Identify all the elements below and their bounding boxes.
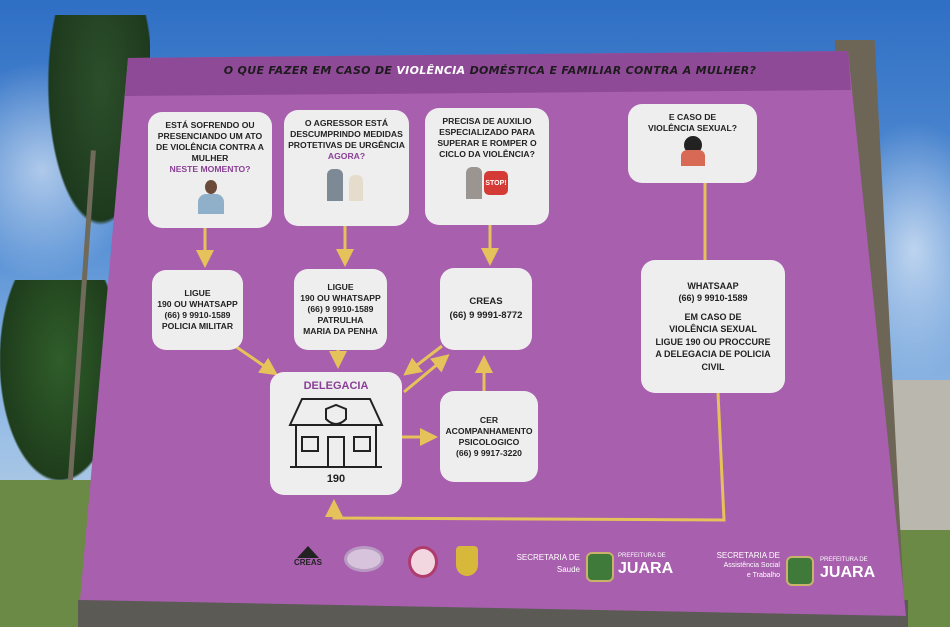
label: ACOMPANHAMENTO <box>445 425 533 436</box>
delegacia-box: DELEGACIA 190 <box>270 372 402 495</box>
question-highlight: AGORA? <box>327 151 366 161</box>
phone-number: (66) 9 9991-8772 <box>449 310 523 321</box>
creas-logo-text: CREAS <box>293 558 322 567</box>
prefeitura-label: PREFEITURA DE <box>618 553 666 559</box>
distressed-woman-illustration <box>193 178 227 214</box>
label: LIGUE <box>184 288 211 298</box>
action-box-creas: CREAS (66) 9 9991-8772 <box>440 268 532 350</box>
title-part1: O QUE FAZER EM CASO DE <box>223 64 393 77</box>
stop-sign-icon: STOP! <box>484 171 508 195</box>
question-box-protective-measures: O AGRESSOR ESTÁ DESCUMPRINDO MEDIDAS PRO… <box>284 110 409 226</box>
arrow <box>325 392 726 522</box>
aggressor-illustration <box>325 165 369 201</box>
label: CREAS <box>469 296 503 307</box>
prefeitura-label: PREFEITURA DE <box>820 557 868 563</box>
action-box-patrulha: LIGUE 190 OU WHATSAPP (66) 9 9910-1589 P… <box>294 269 387 350</box>
secretaria-name: Saude <box>556 565 580 574</box>
phone-number: (66) 9 9917-3220 <box>456 447 522 458</box>
label: 190 OU WHATSAPP <box>300 293 381 303</box>
label: WHATSAAP <box>687 280 739 291</box>
question-box-sexual-violence: E CASO DE VIOLÊNCIA SEXUAL? <box>628 104 757 183</box>
phone-number: (66) 9 9910-1589 <box>164 310 231 320</box>
secretaria-saude: SECRETARIA DE Saude <box>486 552 580 576</box>
label: MARIA DA PENHA <box>303 326 378 336</box>
secretaria-name: e Trabalho <box>746 572 780 579</box>
question-highlight: NESTE MOMENTO? <box>169 164 251 174</box>
title-part2: DOMÉSTICA E FAMILIAR CONTRA A MULHER? <box>469 64 757 77</box>
label: 190 OU WHATSAPP <box>157 299 238 309</box>
arrow <box>403 344 443 376</box>
label: PSICOLOGICO <box>458 436 520 447</box>
juara-coat-of-arms <box>586 552 614 582</box>
label: LIGUE 190 OU PROCCURE <box>655 336 771 347</box>
action-box-cer: CER ACOMPANHAMENTO PSICOLOGICO (66) 9 99… <box>440 391 538 482</box>
label: EM CASO DE <box>684 311 742 322</box>
question-text: ESTÁ SOFRENDO OU PRESENCIANDO UM ATO DE … <box>156 120 264 163</box>
action-box-sexual-violence: WHATSAAP (66) 9 9910-1589 EM CASO DE VIO… <box>641 260 785 393</box>
question-text: O AGRESSOR ESTÁ DESCUMPRINDO MEDIDAS PRO… <box>288 118 405 150</box>
secretaria-assistencia: SECRETARIA DE Assistência Social e Trabalh… <box>686 550 780 581</box>
women-symbol-logo <box>344 546 384 572</box>
label: A DELEGACIA DE POLICIA <box>655 349 771 360</box>
delegacia-title: DELEGACIA <box>303 380 369 392</box>
police-station-icon <box>288 398 384 468</box>
label: LIGUE <box>327 282 354 292</box>
question-text: PRECISA DE AUXILIO ESPECIALIZADO PARA SU… <box>437 116 537 159</box>
juara-text: JUARA <box>618 560 674 577</box>
label: VIOLÊNCIA SEXUAL <box>669 324 757 335</box>
secretaria-name: Assistência Social <box>723 562 780 569</box>
ribbon-logo <box>408 546 438 578</box>
label: PATRULHA <box>317 315 364 325</box>
phone-number: (66) 9 9910-1589 <box>678 293 748 304</box>
arrow <box>403 354 450 394</box>
stop-sign-text: STOP! <box>485 179 507 187</box>
question-text: E CASO DE VIOLÊNCIA SEXUAL? <box>648 112 737 133</box>
police-badge-logo <box>456 546 478 576</box>
label: CER <box>479 414 499 425</box>
question-box-specialized-help: PRECISA DE AUXILIO ESPECIALIZADO PARA SU… <box>425 108 549 225</box>
label: CIVIL <box>701 361 725 372</box>
delegacia-number: 190 <box>326 473 346 485</box>
juara-text: JUARA <box>820 564 876 581</box>
question-box-emergency: ESTÁ SOFRENDO OU PRESENCIANDO UM ATO DE … <box>148 112 272 228</box>
creas-logo: CREAS <box>288 546 328 568</box>
billboard-title: O QUE FAZER EM CASO DE VIOLÊNCIA DOMÉSTI… <box>130 64 850 77</box>
action-box-policia-militar: LIGUE 190 OU WHATSAPP (66) 9 9910-1589 P… <box>152 270 243 350</box>
secretaria-label: SECRETARIA DE <box>716 551 780 560</box>
label: POLICIA MILITAR <box>161 321 234 331</box>
arrow <box>231 342 278 376</box>
title-highlight: VIOLÊNCIA <box>396 64 466 77</box>
stop-illustration: STOP! <box>462 163 512 199</box>
secretaria-label: SECRETARIA DE <box>516 553 580 562</box>
phone-number: (66) 9 9910-1589 <box>307 304 374 314</box>
woman-illustration <box>676 136 710 166</box>
juara-coat-of-arms <box>786 556 814 586</box>
